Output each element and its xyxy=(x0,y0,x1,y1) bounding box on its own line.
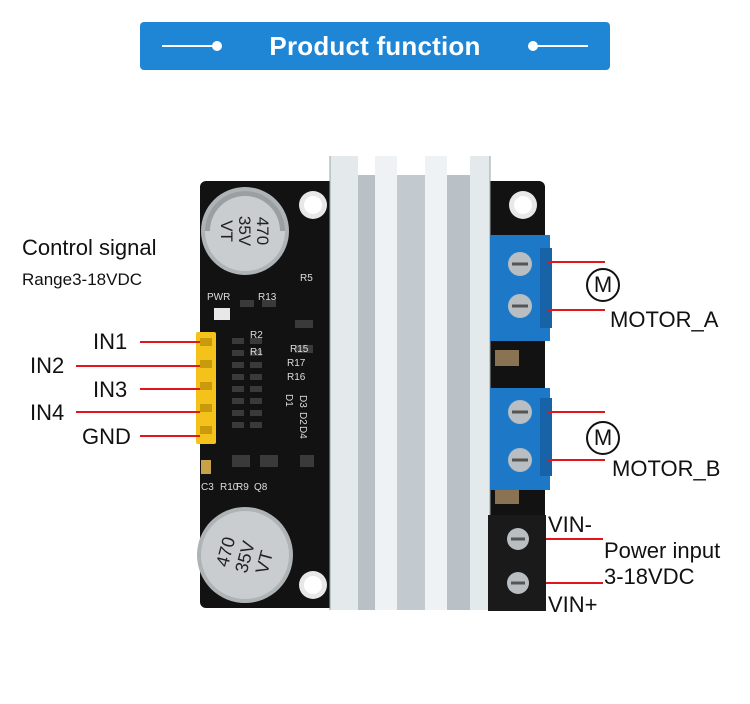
silkscreen-d3: D3 xyxy=(297,395,308,408)
pwr-led xyxy=(214,308,230,320)
pin-header xyxy=(196,332,216,444)
label-gnd: GND xyxy=(82,424,131,449)
silkscreen-r2: R2 xyxy=(250,330,263,341)
silkscreen-r10: R10 xyxy=(220,482,239,493)
banner-line-right xyxy=(534,45,588,47)
banner-dot-left xyxy=(212,41,222,51)
silkscreen-r5: R5 xyxy=(300,273,313,284)
motor-a-symbol: M xyxy=(586,268,620,302)
terminal-power xyxy=(488,515,546,611)
terminal-motor-a xyxy=(490,235,552,341)
top-capacitor-marking-line: 35V xyxy=(235,216,254,247)
silkscreen-r15: R15 xyxy=(290,344,309,355)
silkscreen-q8: Q8 xyxy=(254,482,268,493)
control-signal-range: Range3-18VDC xyxy=(22,270,143,289)
title-banner: Product function xyxy=(140,22,610,70)
silkscreen-d4: D4 xyxy=(297,426,308,439)
terminal-motor-b xyxy=(490,388,552,490)
label-in1: IN1 xyxy=(93,329,128,354)
label-in2: IN2 xyxy=(30,353,65,378)
vin-plus-label: VIN+ xyxy=(548,592,598,617)
silkscreen-c3: C3 xyxy=(201,482,214,493)
heatsink xyxy=(329,156,491,610)
indicator-led xyxy=(201,460,211,474)
motor-b-symbol: M xyxy=(586,421,620,455)
top-capacitor-marking-line: 470 xyxy=(253,217,272,245)
banner-line-left xyxy=(162,45,216,47)
silkscreen-r9: R9 xyxy=(236,482,249,493)
motor-b-label: MOTOR_B xyxy=(612,456,721,481)
power-input-range: 3-18VDC xyxy=(604,564,695,589)
silkscreen-d1: D1 xyxy=(283,394,294,407)
top-capacitor-marking-line: VT xyxy=(217,220,236,242)
silkscreen-r13: R13 xyxy=(258,292,277,303)
label-in4: IN4 xyxy=(30,400,65,425)
silkscreen-pwr: PWR xyxy=(207,292,230,303)
leader-lines xyxy=(76,261,605,584)
smd-components xyxy=(232,300,519,504)
control-signal-title: Control signal xyxy=(22,235,157,260)
power-input-title: Power input xyxy=(604,538,721,563)
motor-a-label: MOTOR_A xyxy=(610,307,719,332)
silkscreen-r1: R1 xyxy=(250,347,263,358)
banner-title: Product function xyxy=(269,30,481,61)
silkscreen-r16: R16 xyxy=(287,372,306,383)
banner-dot-right xyxy=(528,41,538,51)
silkscreen-d2: D2 xyxy=(297,412,308,425)
vin-minus-label: VIN- xyxy=(548,512,592,537)
label-in3: IN3 xyxy=(93,377,128,402)
silkscreen-r17: R17 xyxy=(287,358,306,369)
